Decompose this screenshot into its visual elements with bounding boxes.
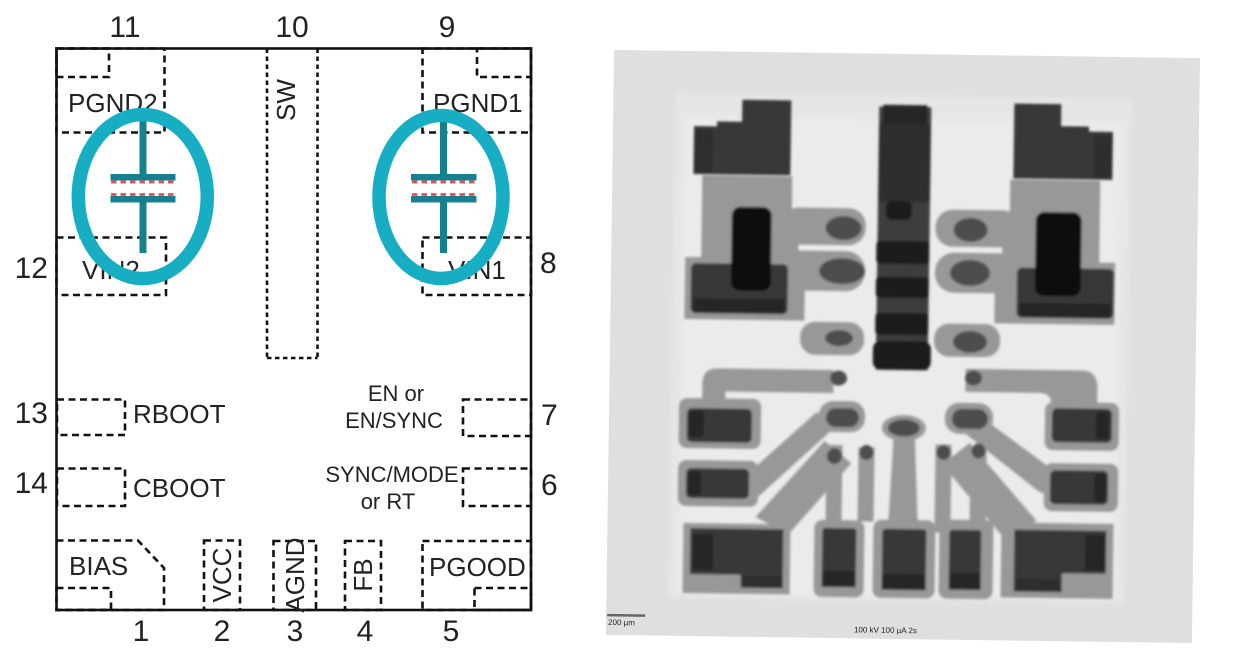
svg-text:9: 9 <box>439 11 456 44</box>
svg-text:2: 2 <box>214 615 231 648</box>
svg-text:AGND: AGND <box>280 537 310 612</box>
svg-text:7: 7 <box>541 399 558 432</box>
svg-text:10: 10 <box>275 11 308 44</box>
svg-text:SYNC/MODE: SYNC/MODE <box>325 462 458 487</box>
svg-text:11: 11 <box>109 11 140 44</box>
svg-text:200 µm: 200 µm <box>608 618 635 627</box>
svg-text:100 kV 100 µA 2s: 100 kV 100 µA 2s <box>854 625 917 635</box>
svg-text:8: 8 <box>540 247 557 280</box>
svg-text:1: 1 <box>133 615 150 648</box>
svg-text:3: 3 <box>287 615 304 648</box>
svg-text:VCC: VCC <box>207 548 237 603</box>
svg-text:12: 12 <box>15 252 48 285</box>
svg-text:EN/SYNC: EN/SYNC <box>345 408 443 433</box>
svg-text:FB: FB <box>348 558 378 591</box>
svg-text:6: 6 <box>541 469 558 502</box>
svg-text:SW: SW <box>271 79 301 121</box>
svg-text:or RT: or RT <box>361 489 416 514</box>
svg-text:CBOOT: CBOOT <box>133 473 226 503</box>
svg-text:4: 4 <box>357 615 374 648</box>
svg-text:BIAS: BIAS <box>69 551 128 581</box>
svg-text:13: 13 <box>15 397 48 430</box>
svg-text:PGOOD: PGOOD <box>429 552 526 582</box>
svg-text:5: 5 <box>443 615 460 648</box>
svg-text:14: 14 <box>15 467 48 500</box>
svg-text:RBOOT: RBOOT <box>133 399 226 429</box>
svg-text:EN or: EN or <box>368 381 424 406</box>
